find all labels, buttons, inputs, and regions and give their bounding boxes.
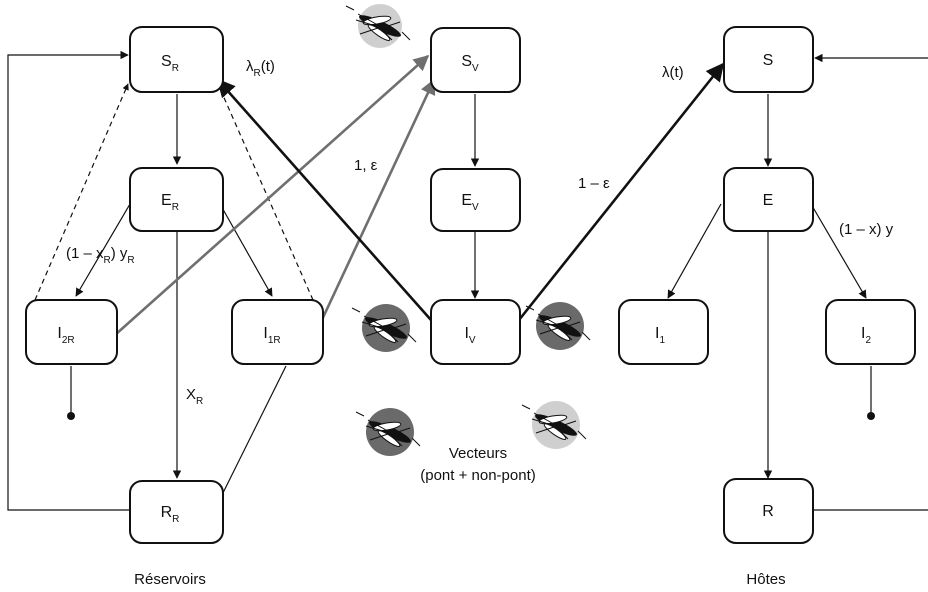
edge-I2R-SV [114, 54, 430, 336]
caption-vectors-line2: (pont + non-pont) [420, 467, 536, 484]
svg-text:R: R [762, 503, 774, 520]
node-I1R: I1R [231, 299, 324, 365]
label-x-y: (1 – x) y [839, 221, 894, 238]
edge-IV-SR [216, 78, 432, 321]
node-S: S [723, 26, 814, 93]
node-RR: RR [129, 480, 224, 544]
svg-text:I2: I2 [861, 325, 871, 346]
svg-text:SV: SV [461, 53, 479, 74]
edge-I1R-SR-dashed [217, 83, 314, 301]
svg-text:I1R: I1R [263, 325, 280, 346]
mosquito-light-icon [521, 401, 587, 449]
label-one-eps: 1, ε [354, 157, 378, 174]
edge-E-I2 [810, 203, 867, 299]
node-I2R: I2R [25, 299, 118, 365]
mosquito-dark-icon [351, 304, 417, 352]
mosquito-light-icon [345, 4, 411, 48]
mosquito-dark-icon [525, 302, 591, 350]
label-lambda: λ(t) [662, 64, 684, 81]
node-SR: SR [129, 26, 224, 93]
caption-hosts: Hôtes [746, 571, 785, 588]
label-lambda-r: λR(t) [246, 58, 275, 79]
svg-text:I1: I1 [655, 325, 665, 346]
label-one-minus-eps: 1 – ε [578, 175, 610, 192]
node-R: R [723, 478, 814, 544]
svg-text:RR: RR [161, 504, 180, 525]
node-I1: I1 [618, 299, 709, 365]
node-I2: I2 [825, 299, 916, 365]
svg-text:S: S [763, 52, 774, 69]
edge-I1R-RR [215, 365, 287, 508]
svg-text:ER: ER [161, 192, 179, 213]
svg-text:SR: SR [161, 53, 179, 74]
death-dot-I2R [67, 412, 75, 420]
svg-text:IV: IV [464, 325, 475, 346]
svg-text:EV: EV [461, 192, 479, 213]
node-ER: ER [129, 167, 224, 232]
edge-E-I1 [667, 203, 722, 299]
node-IV: IV [430, 299, 521, 365]
caption-vectors-line1: Vecteurs [449, 445, 507, 462]
caption-reservoirs: Réservoirs [134, 571, 206, 588]
death-dot-I2 [867, 412, 875, 420]
edge-IV-S [517, 62, 725, 321]
node-E: E [723, 167, 814, 232]
edge-ER-I2R [75, 203, 131, 297]
node-EV: EV [430, 168, 521, 232]
label-xr-yr: (1 – xR) yR [66, 245, 135, 266]
edge-ER-I1R [219, 203, 273, 297]
edge-I2R-SR-dashed [34, 83, 129, 301]
svg-text:E: E [763, 192, 774, 209]
svg-text:I2R: I2R [57, 325, 74, 346]
mosquito-dark-icon [355, 408, 421, 456]
edge-RR-SR-loop [7, 50, 130, 511]
node-SV: SV [430, 27, 521, 93]
label-xr: XR [186, 386, 203, 407]
edge-I1R-SV [318, 78, 436, 325]
